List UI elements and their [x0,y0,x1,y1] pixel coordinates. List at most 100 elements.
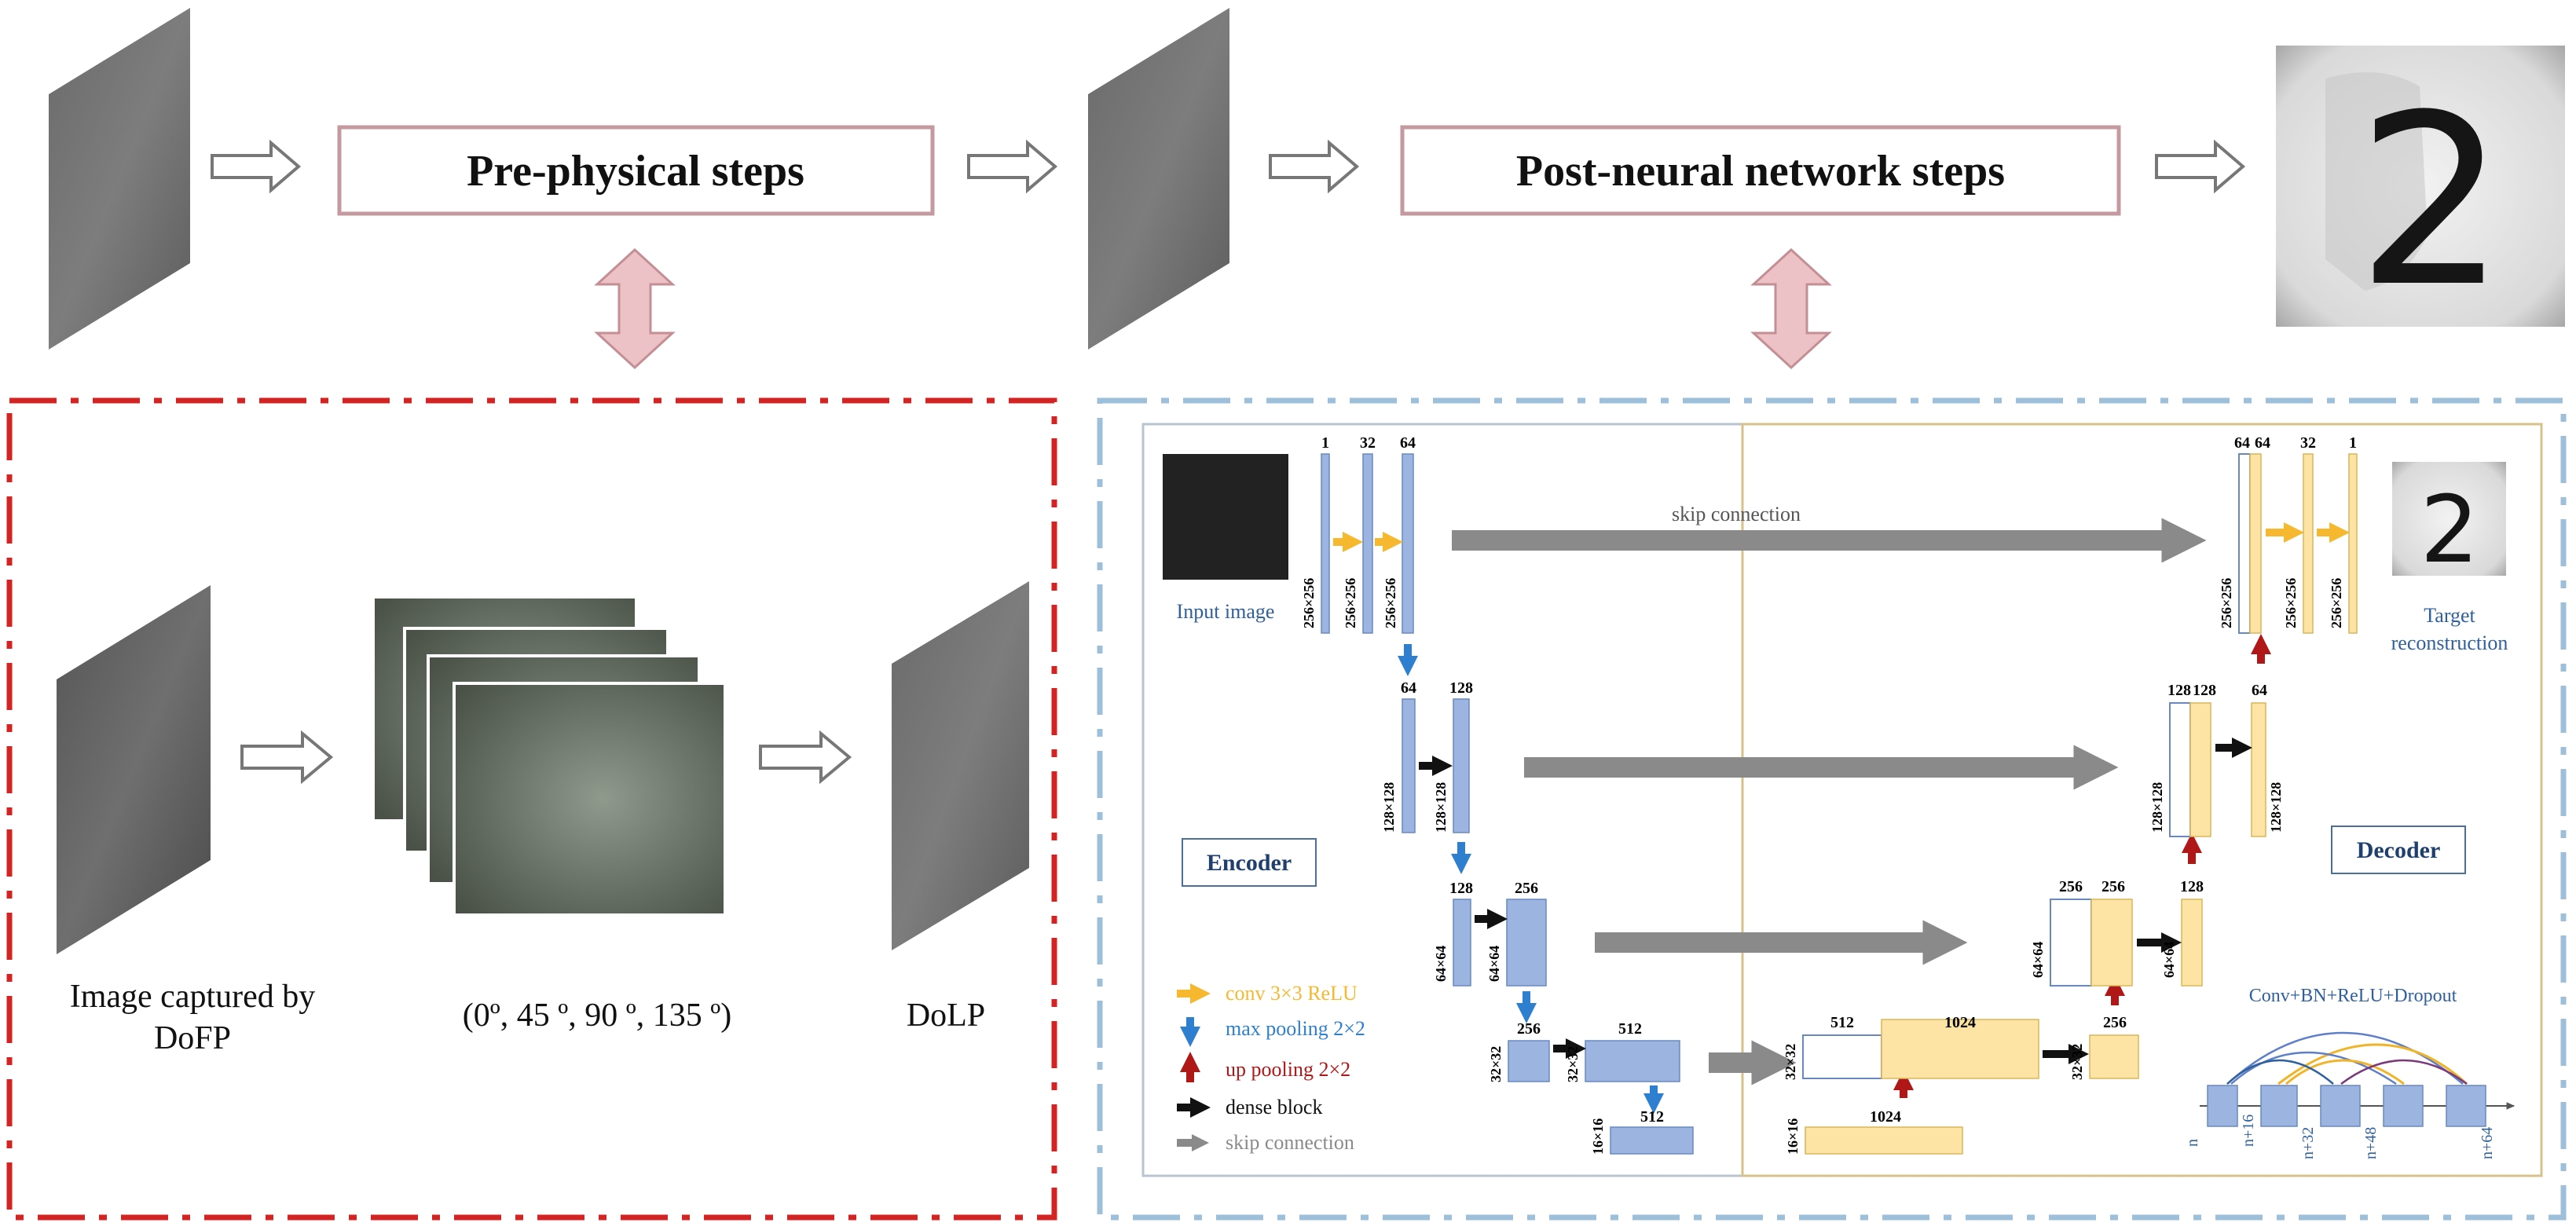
dec-feature-map-128ch-l3 [2181,899,2203,987]
panel-dolp-plate [892,581,1029,950]
decoder-level-1: 64 64 32 1 256×256 256×256 256×256 [2219,434,2358,634]
dec-channel-label-2: 64 [2255,434,2270,452]
output-digit: 2 [2357,64,2507,339]
enc-feature-map-64ch [1402,453,1414,634]
legend-label-uppool: up pooling 2×2 [1226,1058,1350,1081]
hollow-arrow-2 [967,139,1058,194]
dense-connection-arc-2 [2277,1043,2468,1085]
dofp-caption-line1: Image captured by [70,979,316,1015]
dense-connection-arc-6 [2226,1059,2334,1085]
dec-channel-label-13: 256 [2103,1014,2127,1031]
enc-channel-label-2: 32 [1360,434,1376,452]
target-image-digit: 2 [2420,475,2479,584]
dense-node-label-n16: n+16 [2240,1115,2257,1147]
encoder-level-1: 1 32 64 256×256 256×256 256×256 [1301,434,1416,634]
hollow-arrow-1 [211,139,302,194]
enc-feature-map-512ch-l4 [1585,1040,1680,1082]
dense-connection-arc-1 [2226,1031,2464,1085]
polarization-image-stack [372,595,727,917]
hollow-arrow-3 [1269,139,1360,194]
dec-channel-label-1: 64 [2234,434,2250,452]
dense-node-n16 [2260,1085,2298,1127]
dec-feature-map-256ch-up [2090,899,2133,987]
decoder-level-3: 256 256 128 64×64 64×64 [2030,878,2204,987]
enc-size-label-10: 16×16 [1590,1118,1606,1155]
top-pipeline: Pre-physical steps Post-neural network s… [49,8,2565,370]
dec-channel-label-7: 64 [2252,682,2267,699]
dec-feature-map-1ch-l1 [2348,453,2358,634]
dec-channel-label-10: 128 [2180,878,2204,895]
dense-node-n64 [2446,1085,2486,1127]
enc-channel-label-3: 64 [1400,434,1416,452]
network-panel-border [1097,397,2567,1221]
double-arrow-left [594,247,676,370]
post-neural-steps-box [1400,125,2121,216]
dec-size-label-5: 128×128 [2268,782,2284,833]
enc-feature-map-64ch-l2 [1402,698,1416,833]
dense-node-label-n64: n+64 [2479,1127,2496,1159]
legend-label-maxpool: max pooling 2×2 [1226,1017,1365,1040]
post-neural-steps-label: Post-neural network steps [1516,147,2005,196]
preprocessing-panel-border [6,397,1057,1221]
pre-physical-steps-box [337,125,935,216]
legend-label-dense: dense block [1226,1096,1322,1118]
dec-feature-map-64ch-copy [2238,453,2251,634]
enc-channel-label-6: 128 [1449,880,1473,897]
dofp-image-plate [57,585,211,954]
encoder-label: Encoder [1207,850,1292,876]
dec-size-label-7: 64×64 [2161,942,2177,978]
dec-feature-map-256ch-l4 [2089,1034,2139,1079]
enc-feature-map-128ch-l2 [1453,698,1470,833]
pre-physical-steps-label: Pre-physical steps [467,147,804,196]
dense-node-label-n48: n+48 [2362,1127,2380,1159]
preprocessing-panel: Image captured by DoFP (0º, 45 º, 90 º, … [6,397,1057,1221]
legend: conv 3×3 ReLU max pooling 2×2 up pooling… [1177,982,1365,1154]
enc-feature-map-128ch-l3 [1453,899,1471,987]
target-label-line2: reconstruction [2391,631,2508,654]
enc-feature-map-512ch-l5 [1610,1126,1694,1155]
skip-connection-label: skip connection [1672,503,1801,525]
input-image-label: Input image [1177,600,1275,623]
enc-channel-label-5: 128 [1449,679,1473,697]
enc-channel-label-4: 64 [1401,679,1416,697]
enc-channel-label-1: 1 [1321,434,1329,452]
enc-size-label-7: 64×64 [1486,946,1502,982]
enc-size-label-1: 256×256 [1301,578,1317,628]
dec-size-label-4: 128×128 [2149,782,2165,833]
panel-hollow-arrow-1 [240,730,334,785]
stack-frame-4 [453,682,727,917]
dec-channel-label-3: 32 [2300,434,2316,452]
angles-caption: (0º, 45 º, 90 º, 135 º) [463,998,732,1034]
decoder-label: Decoder [2357,837,2441,863]
dec-size-label-1: 256×256 [2219,578,2234,628]
dec-channel-label-4: 1 [2349,434,2357,452]
dec-size-label-8: 32×32 [1783,1044,1798,1080]
dec-channel-label-9: 256 [2101,878,2125,895]
enc-feature-map-32ch [1362,453,1373,634]
enc-channel-label-9: 512 [1618,1020,1642,1038]
encoder-level-3: 128 256 64×64 64×64 [1433,880,1547,987]
dense-connection-arc-3 [2230,1051,2397,1085]
decoder-region [1741,423,2543,1177]
network-panel: Input image 2 Target reconstruction Enco… [1097,397,2567,1221]
enc-channel-label-8: 256 [1517,1020,1541,1038]
dec-size-label-9: 32×32 [2069,1044,2085,1080]
enc-size-label-6: 64×64 [1433,946,1449,982]
enc-feature-map-256ch-l4 [1508,1040,1550,1082]
dec-feature-map-128ch-copy [2169,702,2191,837]
decoder-label-box [2331,825,2466,874]
legend-label-skip: skip connection [1226,1131,1354,1154]
dec-feature-map-64ch-l2 [2251,702,2266,837]
target-label-line1: Target [2424,604,2475,627]
enc-size-label-4: 128×128 [1381,782,1397,833]
dense-node-n32 [2320,1085,2361,1127]
dolp-image-plate [1088,8,1229,350]
dec-feature-map-256ch-copy [2050,899,2092,987]
dec-size-label-3: 256×256 [2329,578,2344,628]
decoder-level-2: 128 128 64 128×128 128×128 [2149,682,2284,837]
decoder-level-4: 512 1024 256 32×32 32×32 [1783,1014,2139,1080]
enc-feature-map-256ch-l3 [1506,899,1547,987]
dec-feature-map-1024ch-bottom [1805,1126,1963,1155]
dec-feature-map-512ch-copy [1802,1034,1882,1079]
enc-size-label-5: 128×128 [1433,782,1449,833]
